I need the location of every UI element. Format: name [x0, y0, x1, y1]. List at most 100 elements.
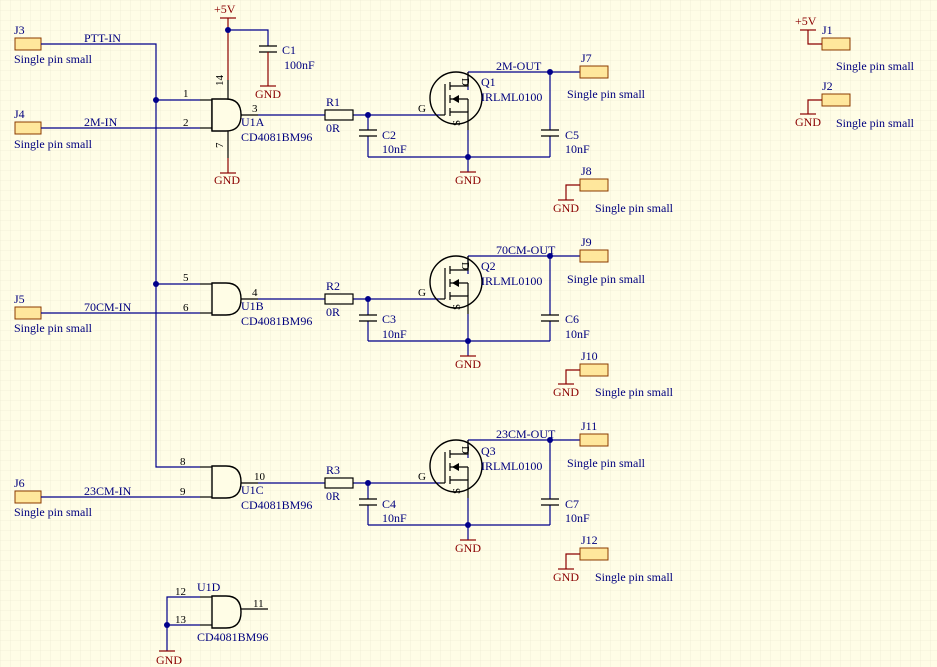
connector-j2[interactable]: GND J2 Single pin small: [795, 79, 915, 130]
connector-j8[interactable]: J8 Single pin small GND: [553, 164, 674, 215]
pin-number: 12: [175, 586, 186, 598]
connector-desc: Single pin small: [567, 272, 646, 286]
net-label-ptt-in: PTT-IN: [84, 31, 121, 45]
pin-number: 3: [252, 103, 258, 115]
connector-j10[interactable]: J10 Single pin small GND: [553, 349, 674, 399]
capacitor-ref: C3: [382, 312, 396, 326]
mosfet-part: IRLML0100: [481, 90, 542, 104]
pin-number: 7: [214, 142, 226, 148]
power-label-gnd: GND: [455, 541, 481, 555]
power-label-gnd: GND: [214, 173, 240, 187]
connector-desc: Single pin small: [14, 137, 93, 151]
pin-number: 8: [180, 456, 186, 468]
power-label-gnd: GND: [455, 173, 481, 187]
gate-u1b[interactable]: 5 6 4 U1B CD4081BM96: [183, 272, 312, 328]
resistor-r1[interactable]: R1 0R: [324, 95, 354, 135]
connector-desc: Single pin small: [14, 321, 93, 335]
connector-desc: Single pin small: [14, 52, 93, 66]
gate-u1c[interactable]: 8 9 10 U1C CD4081BM96: [180, 456, 312, 512]
mosfet-pin-g: G: [418, 287, 426, 299]
capacitor-ref: C6: [565, 312, 579, 326]
connector-j5[interactable]: J5 Single pin small: [14, 292, 93, 335]
connector-j12[interactable]: J12 Single pin small GND: [553, 533, 674, 584]
connector-desc: Single pin small: [836, 116, 915, 130]
capacitor-value: 10nF: [382, 142, 407, 156]
connector-j9[interactable]: J9 Single pin small: [567, 235, 646, 286]
gate-ref: U1D: [197, 580, 221, 594]
pin-number: 10: [254, 471, 266, 483]
pin-number: 5: [183, 272, 189, 284]
mosfet-pin-g: G: [418, 471, 426, 483]
net-label-70cm-in: 70CM-IN: [84, 300, 132, 314]
connector-desc: Single pin small: [567, 456, 646, 470]
connector-ref: J1: [822, 23, 833, 37]
capacitor-c3[interactable]: C3 10nF: [359, 312, 407, 341]
gate-u1d[interactable]: 12 13 11 U1D CD4081BM96 GND: [156, 580, 268, 667]
mosfet-pin-s: S: [451, 488, 463, 494]
pin-number: 6: [183, 302, 189, 314]
capacitor-c7[interactable]: C7 10nF: [541, 497, 590, 525]
capacitor-ref: C7: [565, 497, 579, 511]
resistor-r2[interactable]: R2 0R: [324, 279, 354, 319]
connector-j6[interactable]: J6 Single pin small: [14, 476, 93, 519]
capacitor-c4[interactable]: C4 10nF: [359, 497, 407, 525]
connector-ref: J9: [581, 235, 592, 249]
pin-number: 14: [214, 75, 226, 87]
connector-ref: J12: [581, 533, 598, 547]
net-label-70cm-out: 70CM-OUT: [496, 243, 556, 257]
connector-j7[interactable]: J7 Single pin small: [567, 51, 646, 101]
mosfet-pin-d: D: [459, 446, 471, 454]
power-label-gnd: GND: [255, 87, 281, 101]
capacitor-c1[interactable]: C1 100nF GND: [255, 43, 315, 101]
capacitor-c2[interactable]: C2 10nF: [359, 128, 407, 156]
connector-desc: Single pin small: [595, 570, 674, 584]
power-label-gnd: GND: [156, 653, 182, 667]
power-label-gnd: GND: [553, 570, 579, 584]
mosfet-q1[interactable]: G D S Q1 IRLML0100: [418, 71, 542, 130]
input-wires: [41, 43, 200, 498]
connector-ref: J5: [14, 292, 25, 306]
connector-desc: Single pin small: [567, 87, 646, 101]
mosfet-ref: Q3: [481, 444, 496, 458]
channel-70cm: [258, 253, 580, 357]
capacitor-ref: C5: [565, 128, 579, 142]
u1a-power: +5V GND: [214, 2, 269, 187]
power-label-gnd: GND: [553, 385, 579, 399]
capacitor-value: 10nF: [382, 327, 407, 341]
net-label-23cm-out: 23CM-OUT: [496, 427, 556, 441]
connector-desc: Single pin small: [595, 201, 674, 215]
mosfet-pin-g: G: [418, 103, 426, 115]
power-label-gnd: GND: [455, 357, 481, 371]
capacitor-value: 10nF: [565, 327, 590, 341]
connector-j1[interactable]: +5V J1 Single pin small: [795, 14, 915, 73]
power-label-vcc: +5V: [214, 2, 236, 16]
mosfet-part: IRLML0100: [481, 274, 542, 288]
gate-part: CD4081BM96: [241, 314, 312, 328]
capacitor-ref: C1: [282, 43, 296, 57]
gate-u1a[interactable]: 1 2 3 14 7 U1A CD4081BM96: [183, 75, 312, 159]
connector-desc: Single pin small: [595, 385, 674, 399]
power-label-gnd: GND: [553, 201, 579, 215]
power-label-vcc: +5V: [795, 14, 817, 28]
gate-ref: U1A: [241, 115, 265, 129]
mosfet-q2[interactable]: G D S Q2 IRLML0100: [418, 255, 542, 314]
capacitor-ref: C2: [382, 128, 396, 142]
capacitor-c6[interactable]: C6 10nF: [541, 312, 590, 341]
capacitor-value: 10nF: [382, 511, 407, 525]
connector-ref: J7: [581, 51, 592, 65]
pin-number: 2: [183, 117, 189, 129]
resistor-r3[interactable]: R3 0R: [324, 463, 354, 503]
capacitor-c5[interactable]: C5 10nF: [541, 128, 590, 156]
connector-ref: J3: [14, 23, 25, 37]
connector-ref: J10: [581, 349, 598, 363]
pin-number: 1: [183, 88, 189, 100]
connector-j11[interactable]: J11 Single pin small: [567, 419, 646, 470]
channel-2m: [258, 69, 580, 173]
gate-part: CD4081BM96: [241, 498, 312, 512]
gate-ref: U1B: [241, 299, 264, 313]
mosfet-pin-d: D: [459, 262, 471, 270]
channel-23cm: [258, 437, 580, 541]
mosfet-q3[interactable]: G D S Q3 IRLML0100: [418, 439, 542, 498]
capacitor-value: 10nF: [565, 142, 590, 156]
